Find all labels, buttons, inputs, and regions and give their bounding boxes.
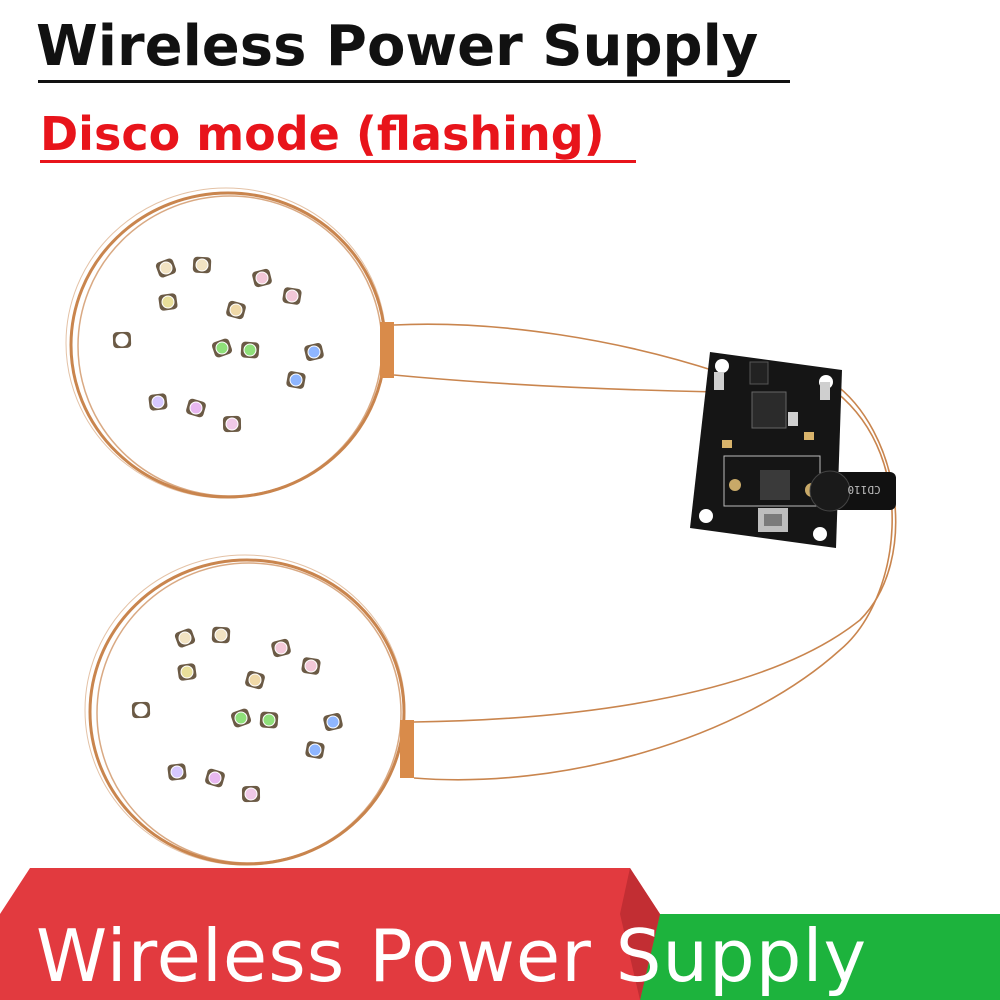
led [252,268,272,288]
led [301,657,321,675]
led [167,763,187,781]
led [323,712,343,732]
led [177,663,197,681]
led [211,338,233,358]
led [282,287,302,305]
coil-bottom [84,554,406,866]
led [259,711,279,729]
led [226,300,246,320]
led [112,331,132,349]
led [286,371,306,389]
led [240,341,260,359]
led [155,258,177,278]
bottom-banner [0,868,1000,1000]
led-group-bottom [131,626,343,803]
led [186,398,206,418]
led [304,342,324,362]
banner-red-band [0,868,660,1000]
inductor-component [809,470,896,512]
led [305,741,325,759]
coil-top-bundle [380,322,394,378]
led-group-top [112,256,324,433]
led [230,708,252,728]
led [174,628,196,648]
subtitle-underline [40,160,636,163]
page-subtitle: Disco mode (flashing) [40,107,605,161]
led [131,701,151,719]
led [192,256,212,274]
led [148,393,168,411]
board-silkscreen: CD110 [847,483,880,496]
driver-board [690,352,842,548]
title-underline [38,80,790,83]
banner-title: Wireless Power Supply [36,914,868,998]
led [241,785,261,803]
led [245,670,265,690]
banner-red-fold [620,868,660,1000]
led [271,638,291,658]
led [205,768,225,788]
led [222,415,242,433]
led [158,293,178,311]
led [211,626,231,644]
coil-bottom-bundle [400,720,414,778]
page-title: Wireless Power Supply [36,14,759,79]
